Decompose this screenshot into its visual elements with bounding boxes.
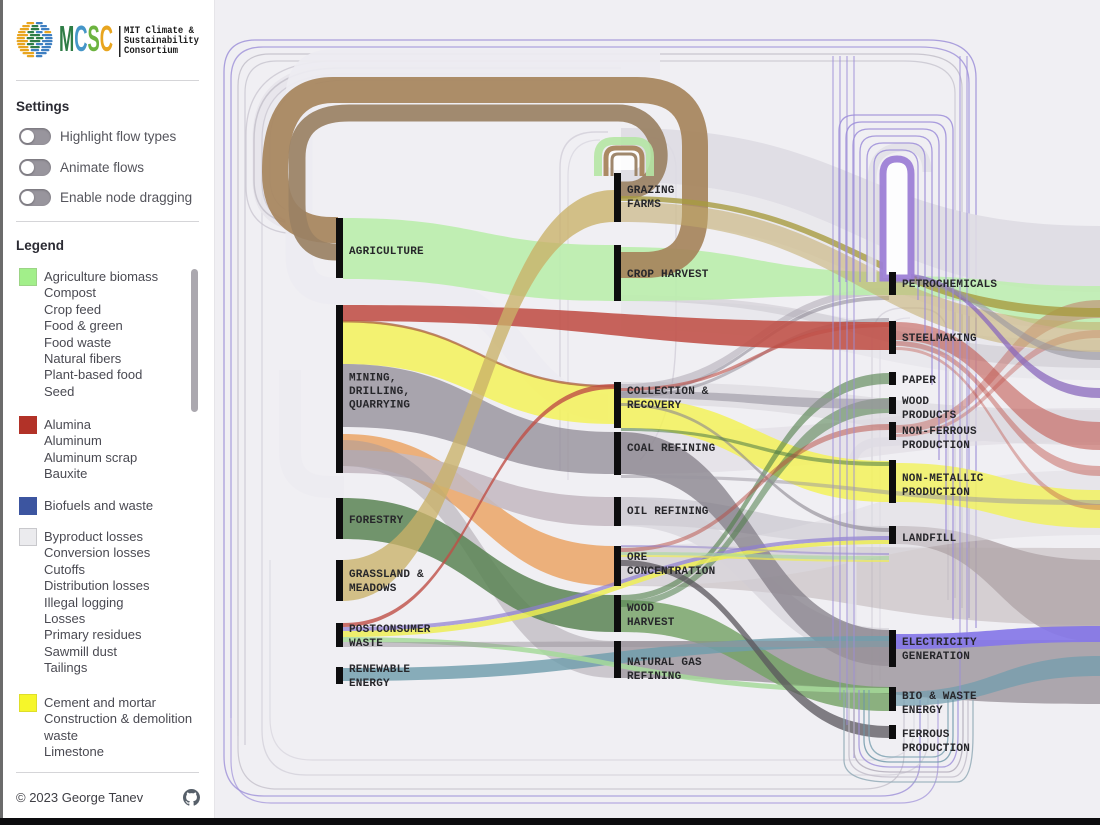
svg-text:WOOD: WOOD xyxy=(627,603,654,615)
svg-text:FARMS: FARMS xyxy=(627,199,661,211)
svg-text:REFINING: REFINING xyxy=(627,671,682,683)
svg-text:ORE: ORE xyxy=(627,552,648,564)
svg-text:POSTCONSUMER: POSTCONSUMER xyxy=(349,624,431,636)
svg-text:MCSC: MCSC xyxy=(59,18,113,59)
svg-text:NON-FERROUS: NON-FERROUS xyxy=(902,426,977,438)
svg-text:Sustainability: Sustainability xyxy=(124,35,199,46)
svg-text:PRODUCTION: PRODUCTION xyxy=(902,487,970,499)
svg-text:PAPER: PAPER xyxy=(902,375,936,387)
svg-text:GRASSLAND &: GRASSLAND & xyxy=(349,569,424,581)
svg-text:GRAZING: GRAZING xyxy=(627,185,675,197)
svg-text:PRODUCTION: PRODUCTION xyxy=(902,743,970,755)
svg-text:HARVEST: HARVEST xyxy=(627,617,675,629)
svg-text:MEADOWS: MEADOWS xyxy=(349,583,397,595)
svg-text:PRODUCTS: PRODUCTS xyxy=(902,410,957,422)
svg-text:OIL REFINING: OIL REFINING xyxy=(627,506,709,518)
svg-text:NON-METALLIC: NON-METALLIC xyxy=(902,473,984,485)
svg-text:FORESTRY: FORESTRY xyxy=(349,515,404,527)
svg-text:CONCENTRATION: CONCENTRATION xyxy=(627,566,715,578)
svg-text:ELECTRICITY: ELECTRICITY xyxy=(902,637,977,649)
svg-text:QUARRYING: QUARRYING xyxy=(349,400,410,412)
svg-text:ENERGY: ENERGY xyxy=(349,678,390,690)
svg-text:LANDFILL: LANDFILL xyxy=(902,533,957,545)
svg-text:WASTE: WASTE xyxy=(349,638,383,650)
svg-text:GENERATION: GENERATION xyxy=(902,651,970,663)
svg-text:AGRICULTURE: AGRICULTURE xyxy=(349,246,424,258)
svg-text:RENEWABLE: RENEWABLE xyxy=(349,664,410,676)
svg-text:COLLECTION &: COLLECTION & xyxy=(627,386,709,398)
svg-text:PRODUCTION: PRODUCTION xyxy=(902,440,970,452)
svg-text:ENERGY: ENERGY xyxy=(902,705,943,717)
svg-text:NATURAL GAS: NATURAL GAS xyxy=(627,657,702,669)
svg-text:RECOVERY: RECOVERY xyxy=(627,400,682,412)
svg-text:COAL REFINING: COAL REFINING xyxy=(627,443,716,455)
svg-text:DRILLING,: DRILLING, xyxy=(349,386,410,398)
svg-text:MINING,: MINING, xyxy=(349,373,397,385)
svg-text:FERROUS: FERROUS xyxy=(902,729,950,741)
svg-text:Consortium: Consortium xyxy=(124,45,178,56)
svg-text:BIO & WASTE: BIO & WASTE xyxy=(902,691,977,703)
svg-text:CROP HARVEST: CROP HARVEST xyxy=(627,269,709,281)
svg-text:STEELMAKING: STEELMAKING xyxy=(902,333,977,345)
svg-text:WOOD: WOOD xyxy=(902,396,929,408)
svg-text:PETROCHEMICALS: PETROCHEMICALS xyxy=(902,279,997,291)
svg-text:MIT Climate &: MIT Climate & xyxy=(124,25,194,36)
